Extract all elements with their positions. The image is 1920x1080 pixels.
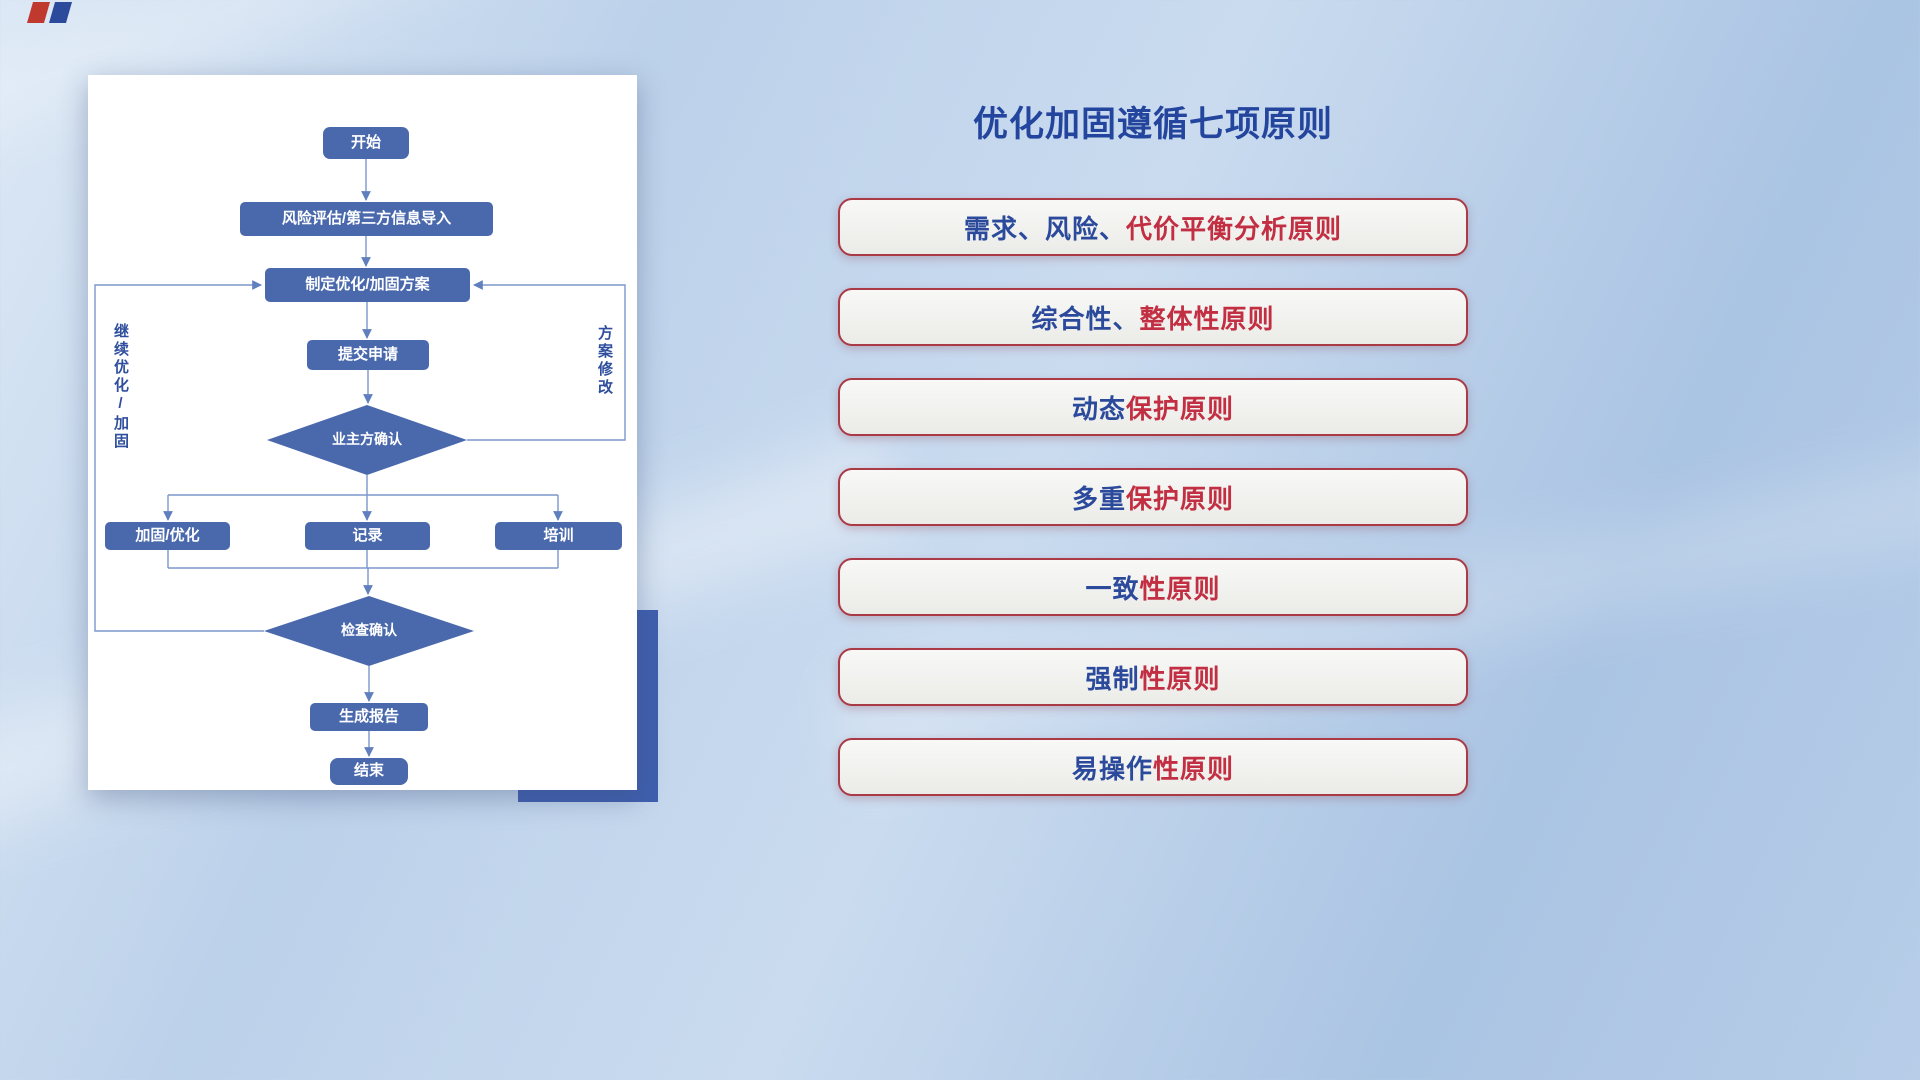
principle-text-blue: 强制 (1085, 663, 1140, 694)
principle-pill-7: 易操作性原则 (838, 738, 1468, 796)
principles-list: 需求、风险、代价平衡分析原则 综合性、整体性原则 动态保护原则 多重保护原则 一… (838, 198, 1468, 828)
corner-logo-red-shape (26, 2, 51, 23)
flow-node-risk-import: 风险评估/第三方信息导入 (240, 202, 493, 236)
principle-text-red: 保护原则 (1126, 393, 1235, 424)
principle-text-red: 性原则 (1139, 573, 1221, 604)
flowchart-connectors (94, 159, 626, 757)
principle-text-blue: 动态 (1071, 393, 1126, 424)
flow-node-harden-optimize: 加固/优化 (105, 522, 230, 550)
principle-text-red: 性原则 (1139, 663, 1221, 694)
flow-node-end: 结束 (330, 758, 408, 785)
flow-node-make-plan: 制定优化/加固方案 (265, 268, 470, 302)
principle-text-red: 整体性原则 (1139, 303, 1275, 334)
flow-node-record: 记录 (305, 522, 430, 550)
corner-logo (26, 0, 88, 26)
loop-label-continue-optimize: 继续优化/加固 (112, 323, 129, 451)
flowchart-card: 开始 风险评估/第三方信息导入 制定优化/加固方案 提交申请 业主方确认 加固/… (88, 75, 637, 790)
principle-text-blue: 需求、风险、 (963, 213, 1126, 244)
flow-node-training: 培训 (495, 522, 622, 550)
principle-pill-3: 动态保护原则 (838, 378, 1468, 436)
principle-pill-1: 需求、风险、代价平衡分析原则 (838, 198, 1468, 256)
principle-pill-5: 一致性原则 (838, 558, 1468, 616)
principle-text-blue: 多重 (1071, 483, 1126, 514)
principle-pill-2: 综合性、整体性原则 (838, 288, 1468, 346)
principle-text-blue: 易操作 (1071, 753, 1153, 784)
corner-logo-blue-shape (48, 2, 73, 23)
principle-text-red: 代价平衡分析原则 (1126, 213, 1343, 244)
flow-node-start: 开始 (323, 127, 409, 159)
loop-label-plan-revise: 方案修改 (596, 325, 613, 397)
principle-text-red: 保护原则 (1126, 483, 1235, 514)
flow-node-report: 生成报告 (310, 703, 428, 731)
principle-pill-6: 强制性原则 (838, 648, 1468, 706)
principle-text-blue: 一致 (1085, 573, 1140, 604)
flow-node-submit: 提交申请 (307, 340, 429, 370)
principle-text-blue: 综合性、 (1031, 303, 1140, 334)
principle-pill-4: 多重保护原则 (838, 468, 1468, 526)
page-title: 优化加固遵循七项原则 (972, 105, 1333, 144)
principle-text-red: 性原则 (1153, 753, 1235, 784)
